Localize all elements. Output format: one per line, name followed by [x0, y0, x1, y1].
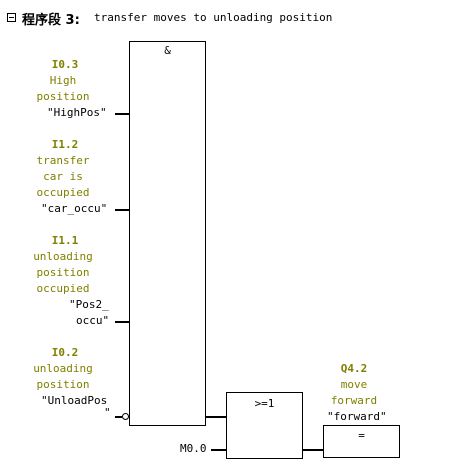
network-colon: :: [74, 13, 80, 28]
input-4-comment-line-2: position: [36, 378, 90, 391]
input-2-wire: [115, 209, 129, 211]
assign-coil-block[interactable]: =: [323, 425, 400, 458]
collapse-toggle-icon[interactable]: [7, 13, 16, 22]
input-4-address[interactable]: I0.2: [51, 346, 79, 359]
input-1-symbol: "HighPos": [47, 106, 107, 119]
input-1-address[interactable]: I0.3: [51, 58, 79, 71]
and-to-or-wire: [206, 416, 226, 418]
or-block[interactable]: >=1: [226, 392, 303, 459]
output-symbol: "forward": [327, 410, 387, 423]
input-3-comment-line-1: unloading: [33, 250, 93, 263]
or-to-assign-wire: [303, 449, 323, 451]
input-2-comment-line-1: transfer: [36, 154, 90, 167]
output-comment-line-1: move: [340, 378, 368, 391]
or-block-label: >=1: [254, 397, 275, 410]
input-2-address[interactable]: I1.2: [51, 138, 79, 151]
network-label: 程序段 3:: [22, 9, 80, 28]
network-number: 程序段 3: [22, 13, 75, 28]
input-1-comment-line-1: High: [49, 74, 77, 87]
assign-block-label: =: [358, 429, 365, 442]
input-3-comment-line-2: position: [36, 266, 90, 279]
input-2-comment-line-3: occupied: [36, 186, 90, 199]
or-input-2-wire: [211, 449, 226, 451]
and-block[interactable]: &: [129, 41, 206, 426]
input-3-symbol-line-1: "Pos2_: [69, 298, 109, 311]
input-4-comment-line-1: unloading: [33, 362, 93, 375]
input-1-comment-line-2: position: [36, 90, 90, 103]
network-title: transfer moves to unloading position: [94, 11, 333, 24]
input-3-address[interactable]: I1.1: [51, 234, 79, 247]
and-block-label: &: [164, 44, 171, 57]
output-address[interactable]: Q4.2: [340, 362, 368, 375]
output-comment-line-2: forward: [330, 394, 378, 407]
input-2-comment-line-2: car is: [43, 170, 83, 183]
input-4-symbol-line-2: ": [104, 406, 111, 419]
input-2-symbol: "car_occu": [41, 202, 108, 215]
input-3-wire: [115, 321, 129, 323]
input-4-symbol-line-1: "UnloadPos: [41, 394, 108, 407]
input-1-wire: [115, 113, 129, 115]
input-4-wire: [115, 416, 122, 418]
input-3-symbol-line-2: occu": [76, 314, 110, 327]
negation-circle-icon: [122, 413, 129, 420]
input-3-comment-line-3: occupied: [36, 282, 90, 295]
or-input-2-address[interactable]: M0.0: [180, 442, 207, 455]
